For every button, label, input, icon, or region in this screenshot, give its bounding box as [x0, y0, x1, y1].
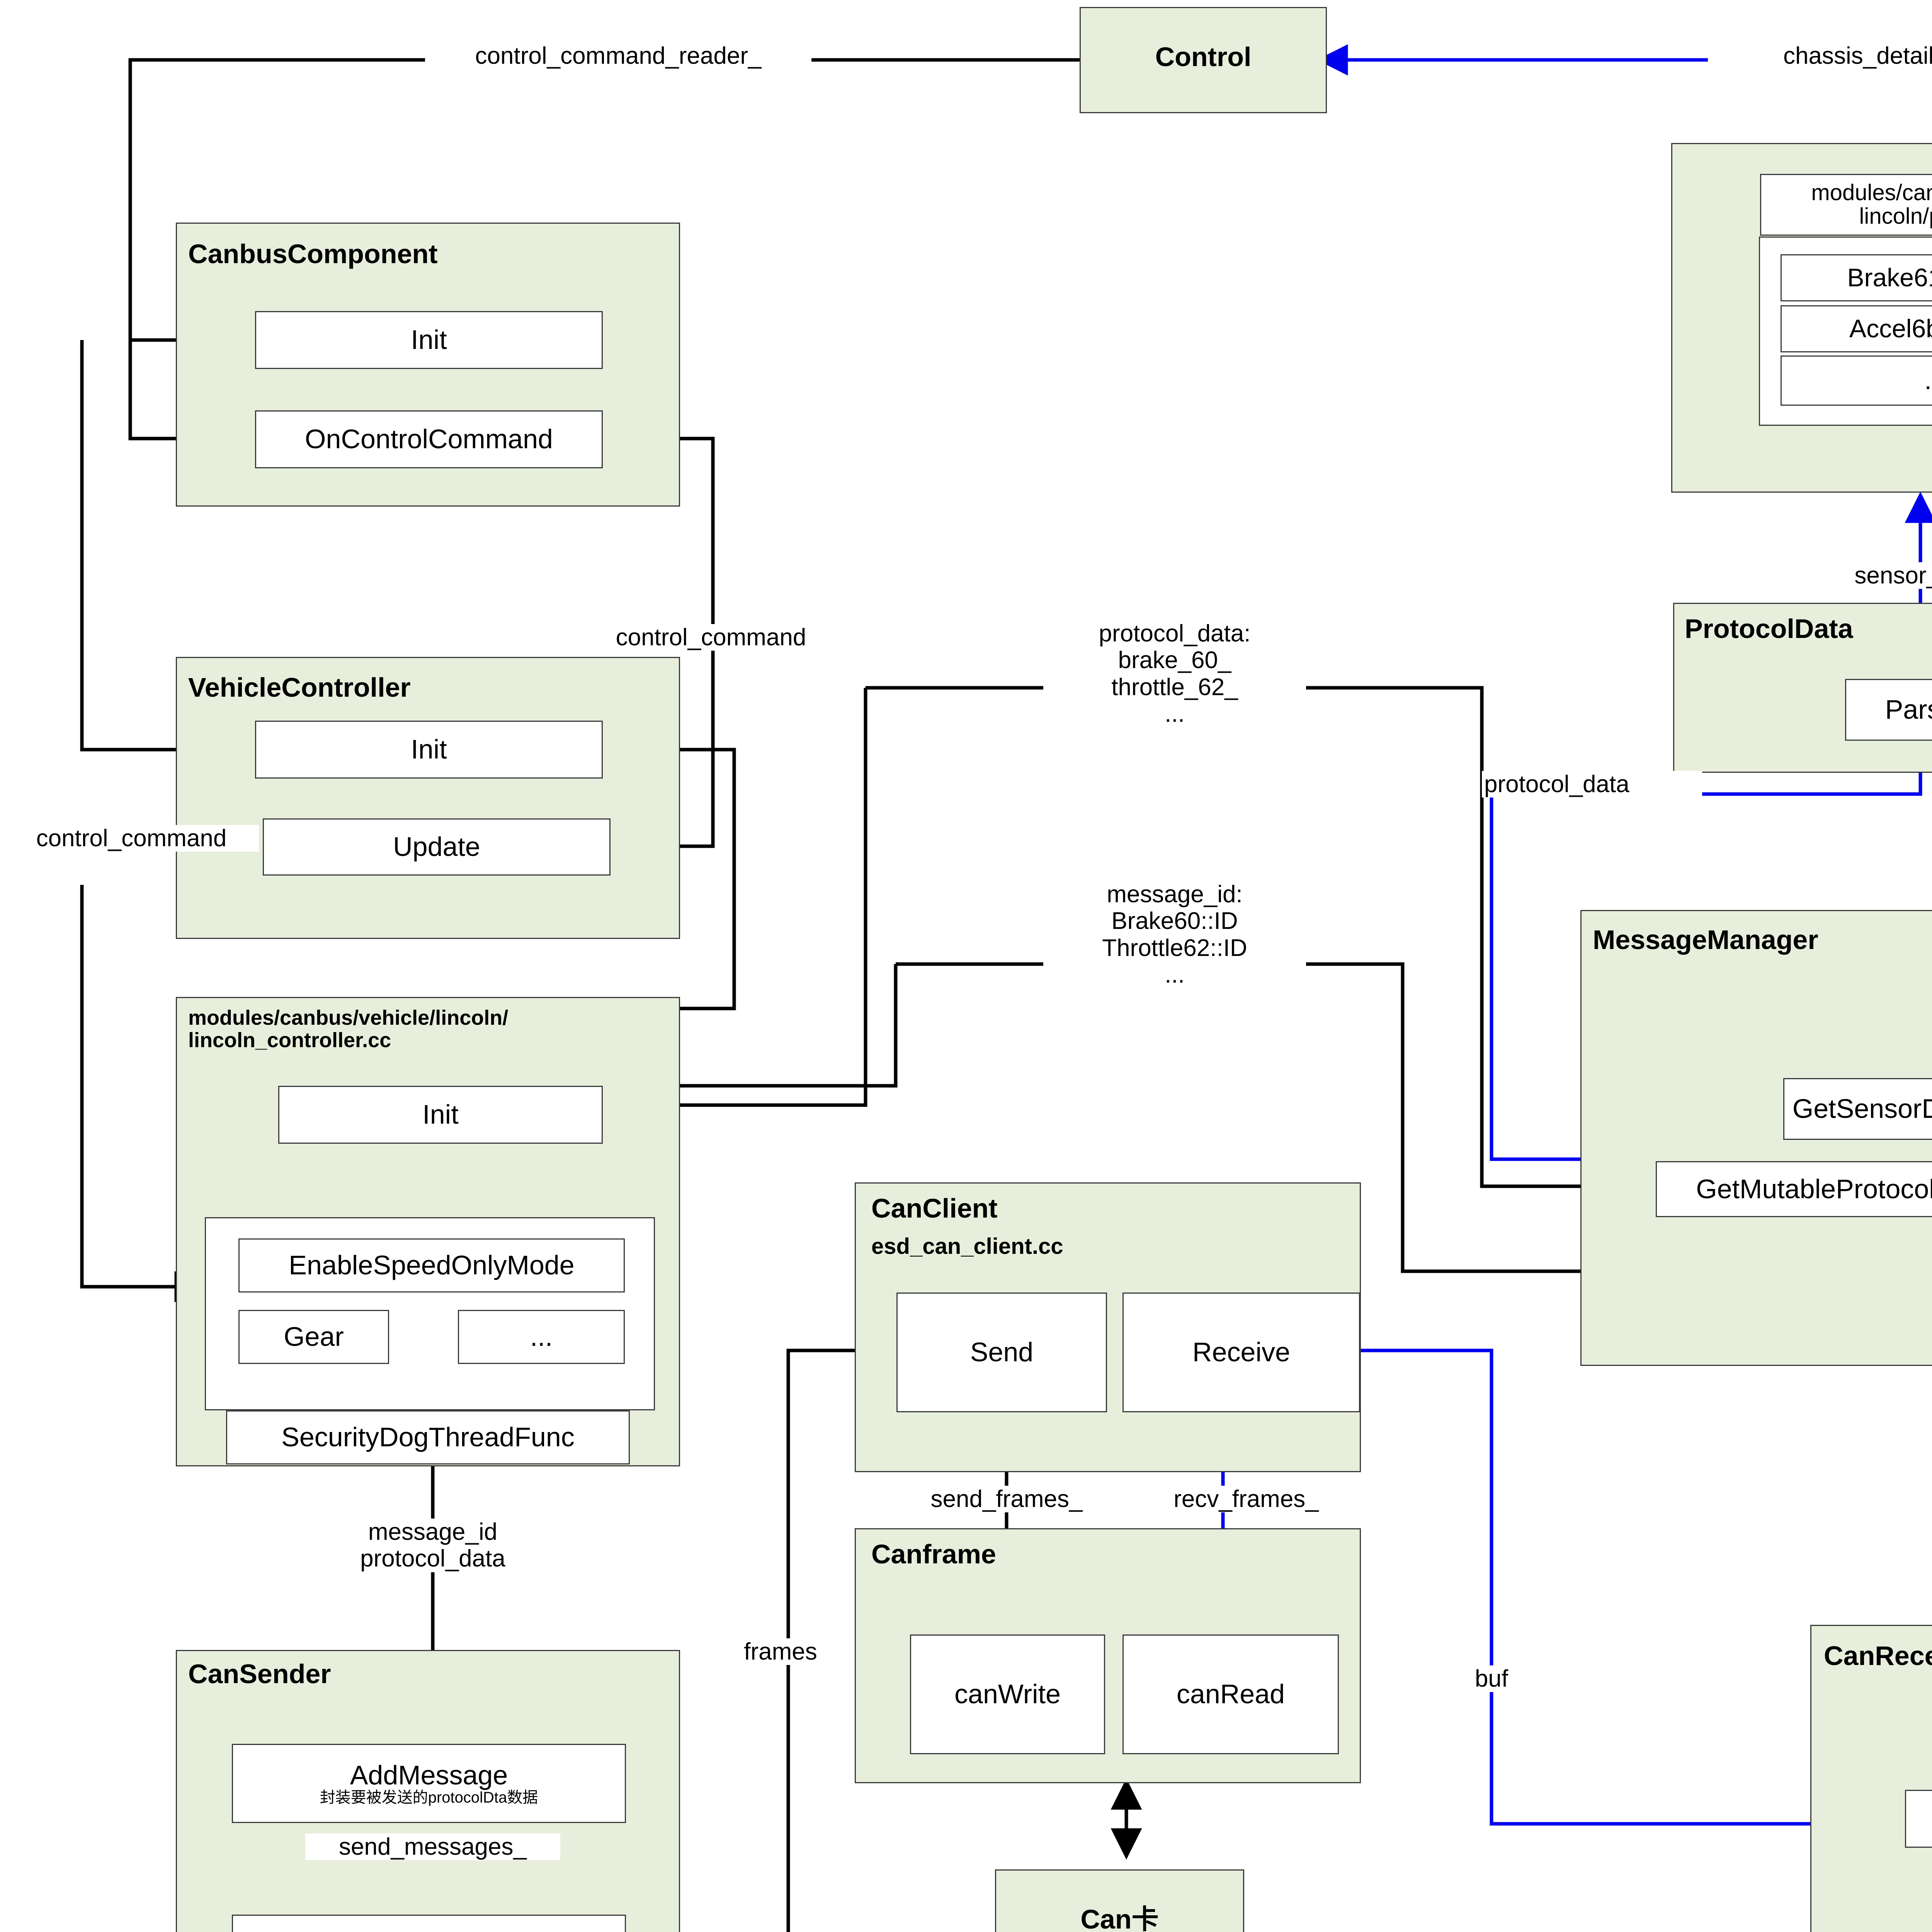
- node-get-mutable-protocol-data-by-id[interactable]: GetMutableProtocolDataById: [1656, 1161, 1932, 1217]
- node-lincoln-protocol-path: modules/canbus/vehicle/ lincoln/protocol: [1760, 174, 1932, 236]
- edge-label-message-id-list: message_id: Brake60::ID Throttle62::ID .…: [1043, 881, 1306, 988]
- group-vehicle-controller[interactable]: [176, 657, 680, 939]
- node-lincoln-init[interactable]: Init: [278, 1086, 603, 1144]
- group-control-title: Control: [1155, 42, 1252, 72]
- edge-label-buf: buf: [1439, 1665, 1544, 1692]
- node-can-read[interactable]: canRead: [1122, 1634, 1339, 1754]
- group-can-receiver-title: CanReceiver: [1824, 1641, 1932, 1671]
- group-can-sender-title: CanSender: [188, 1659, 331, 1689]
- edge-label-protocol-data-left: protocol_data: [1482, 771, 1702, 798]
- node-brake61-parse[interactable]: Brake61::Parse: [1781, 254, 1932, 301]
- edge-label-recv-frames: recv_frames_: [1122, 1486, 1370, 1513]
- edge-label-send-messages: send_messages_: [305, 1833, 560, 1861]
- node-can-write[interactable]: canWrite: [910, 1634, 1105, 1754]
- node-enable-speed-only-mode[interactable]: EnableSpeedOnlyMode: [238, 1238, 625, 1293]
- node-protocol-data-parse[interactable]: Parse: [1845, 679, 1932, 741]
- group-vehicle-controller-title: VehicleController: [188, 672, 411, 702]
- node-gear[interactable]: Gear: [238, 1310, 389, 1364]
- group-can-receiver[interactable]: [1810, 1625, 1932, 1932]
- group-protocol-data[interactable]: [1673, 603, 1932, 773]
- group-canbus-component-title: CanbusComponent: [188, 239, 438, 269]
- edge-label-send-frames: send_frames_: [883, 1486, 1130, 1513]
- edge-label-message-id-protocol-data: message_id protocol_data: [313, 1519, 553, 1572]
- node-can-client-receive[interactable]: Receive: [1122, 1293, 1360, 1412]
- group-can-card-title: Can卡: [1080, 1904, 1159, 1932]
- node-vehicle-controller-update[interactable]: Update: [263, 818, 611, 876]
- node-add-message-note: 封装要被发送的protocolDta数据: [320, 1789, 538, 1806]
- node-can-client-send[interactable]: Send: [896, 1293, 1107, 1412]
- node-add-message-label: AddMessage: [350, 1760, 508, 1790]
- group-lincoln-controller-title: modules/canbus/vehicle/lincoln/ lincoln_…: [188, 1006, 509, 1052]
- group-control[interactable]: [1080, 7, 1327, 113]
- edge-label-frames: frames: [717, 1638, 844, 1665]
- node-lincoln-more[interactable]: ...: [458, 1310, 625, 1364]
- node-power-send-thread-func[interactable]: PowerSendThreadFunc: [232, 1915, 626, 1932]
- node-accel6b-parse[interactable]: Accel6b::Parse: [1781, 305, 1932, 352]
- node-recv-thread-func[interactable]: RecvThreadFunc: [1905, 1790, 1932, 1848]
- node-security-dog-thread-func[interactable]: SecurityDogThreadFunc: [226, 1410, 630, 1464]
- group-can-client-title: CanClient: [871, 1193, 998, 1223]
- edge-label-sensor-data-top: sensor_data: [1812, 562, 1932, 589]
- node-protocol-more[interactable]: ...: [1781, 355, 1932, 406]
- edge-label-control-command-mid: control_command: [587, 624, 835, 651]
- edge-label-control-command-left: control_command: [4, 825, 259, 852]
- node-canbus-init[interactable]: Init: [255, 311, 603, 369]
- edge-label-chassis-detail-writer: chassis_detail_writer_: [1708, 43, 1932, 70]
- edge-label-protocol-data-list: protocol_data: brake_60_ throttle_62_ ..…: [1043, 620, 1306, 728]
- node-vehicle-controller-init[interactable]: Init: [255, 721, 603, 779]
- node-on-control-command[interactable]: OnControlCommand: [255, 410, 603, 468]
- group-canframe-title: Canframe: [871, 1539, 996, 1569]
- group-protocol-data-title: ProtocolData: [1685, 614, 1853, 644]
- edge-label-control-command-reader: control_command_reader_: [425, 43, 811, 70]
- node-add-message[interactable]: AddMessage 封装要被发送的protocolDta数据: [232, 1744, 626, 1823]
- node-get-sensor-data[interactable]: GetSensorData: [1783, 1078, 1932, 1140]
- group-can-client-subtitle: esd_can_client.cc: [871, 1234, 1063, 1259]
- group-message-manager-title: MessageManager: [1593, 925, 1818, 955]
- group-can-card[interactable]: [995, 1869, 1244, 1932]
